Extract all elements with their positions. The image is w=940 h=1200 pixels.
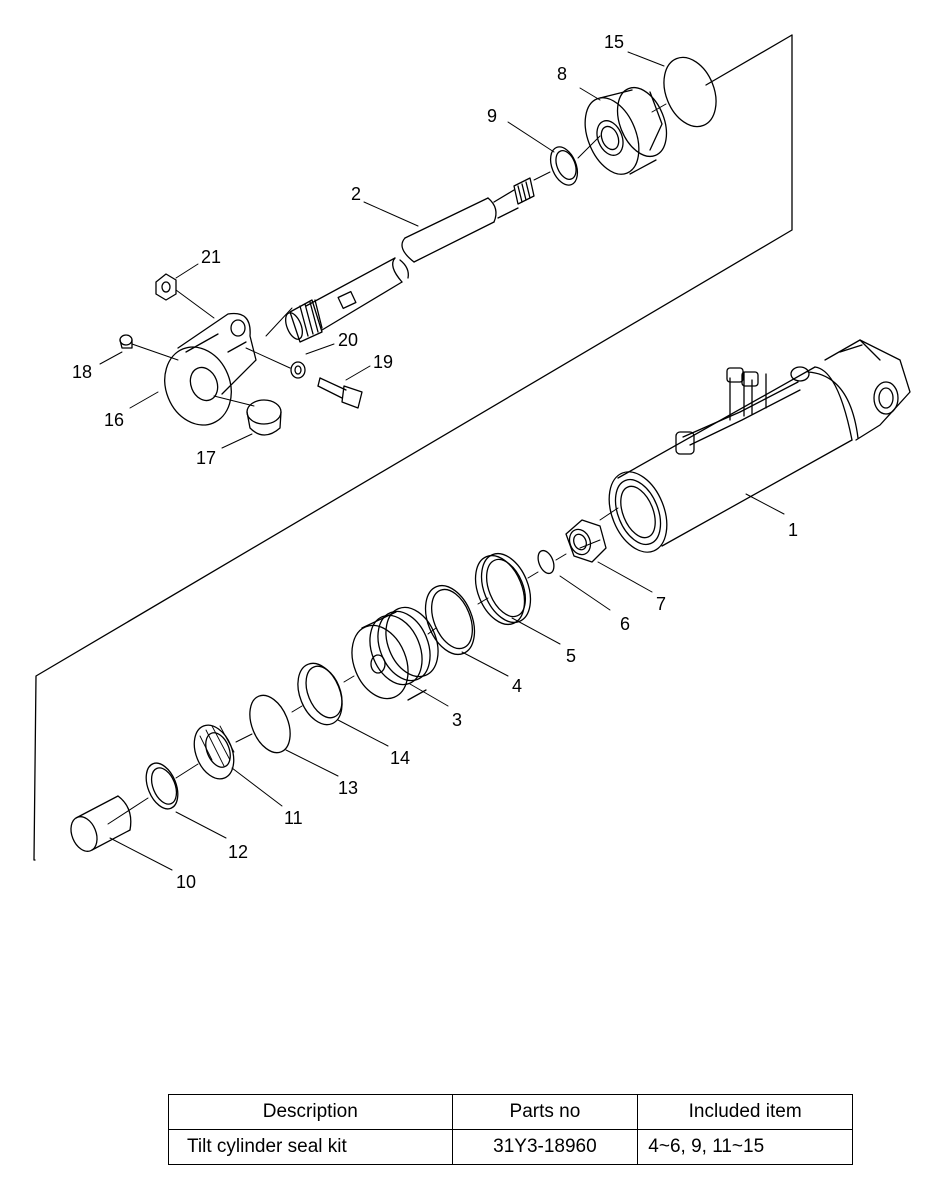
callout-5: 5 (566, 646, 576, 666)
callout-17: 17 (196, 448, 216, 468)
callout-8: 8 (557, 64, 567, 84)
part-12-snap-ring (145, 762, 179, 810)
callout-13: 13 (338, 778, 358, 798)
part-1-cylinder-tube (608, 339, 911, 553)
callout-16: 16 (104, 410, 124, 430)
assembly-lines (107, 103, 667, 825)
part-15-gland-o-ring (663, 56, 717, 128)
callout-18: 18 (72, 362, 92, 382)
table-row: Tilt cylinder seal kit 31Y3-18960 4~6, 9… (168, 1129, 853, 1165)
part-11-backup-ring (193, 724, 235, 780)
callout-10: 10 (176, 872, 196, 892)
callout-9: 9 (487, 106, 497, 126)
cell-description: Tilt cylinder seal kit (168, 1129, 453, 1165)
callout-20: 20 (338, 330, 358, 350)
part-14-retaining-ring (297, 662, 343, 726)
part-7-lock-nut (565, 519, 607, 563)
callout-4: 4 (512, 676, 522, 696)
part-4-piston-seal (424, 584, 476, 656)
callout-3: 3 (452, 710, 462, 730)
callout-19: 19 (373, 352, 393, 372)
exploded-parts-diagram: 1 2 3 4 5 6 7 8 9 10 11 12 13 14 15 16 1… (33, 32, 911, 892)
kit-boundary-frame (33, 34, 793, 861)
part-19-bolt (317, 377, 363, 409)
callout-6: 6 (620, 614, 630, 634)
part-10-bushing (70, 795, 132, 852)
callout-1: 1 (788, 520, 798, 540)
cell-parts-no: 31Y3-18960 (451, 1129, 639, 1165)
callout-7: 7 (656, 594, 666, 614)
callout-21: 21 (201, 247, 221, 267)
part-8-rod-gland (584, 86, 668, 175)
frame-top-edge (705, 34, 793, 86)
part-9-dust-wiper (549, 146, 579, 186)
cell-included-item: 4~6, 9, 11~15 (637, 1129, 853, 1165)
leader-lines (99, 51, 785, 871)
part-21-nut (155, 273, 177, 301)
part-2-piston-rod (285, 177, 535, 343)
part-6-o-ring (537, 549, 555, 575)
header-description: Description (168, 1094, 453, 1130)
callout-12: 12 (228, 842, 248, 862)
part-18-grease-nipple (119, 334, 133, 349)
seal-kit-table: Description Parts no Included item Tilt … (168, 1094, 853, 1165)
part-20-washer (290, 361, 306, 379)
header-parts-no: Parts no (451, 1094, 639, 1130)
table-header-row: Description Parts no Included item (168, 1094, 853, 1130)
callout-14: 14 (390, 748, 410, 768)
part-17-spherical-bearing (246, 399, 282, 436)
part-16-rod-eye (164, 312, 257, 426)
callout-15: 15 (604, 32, 624, 52)
header-included-item: Included item (637, 1094, 853, 1130)
part-5-wear-ring (474, 552, 532, 626)
callout-11: 11 (284, 808, 303, 828)
part-13-o-ring (249, 694, 291, 754)
callout-2: 2 (351, 184, 361, 204)
